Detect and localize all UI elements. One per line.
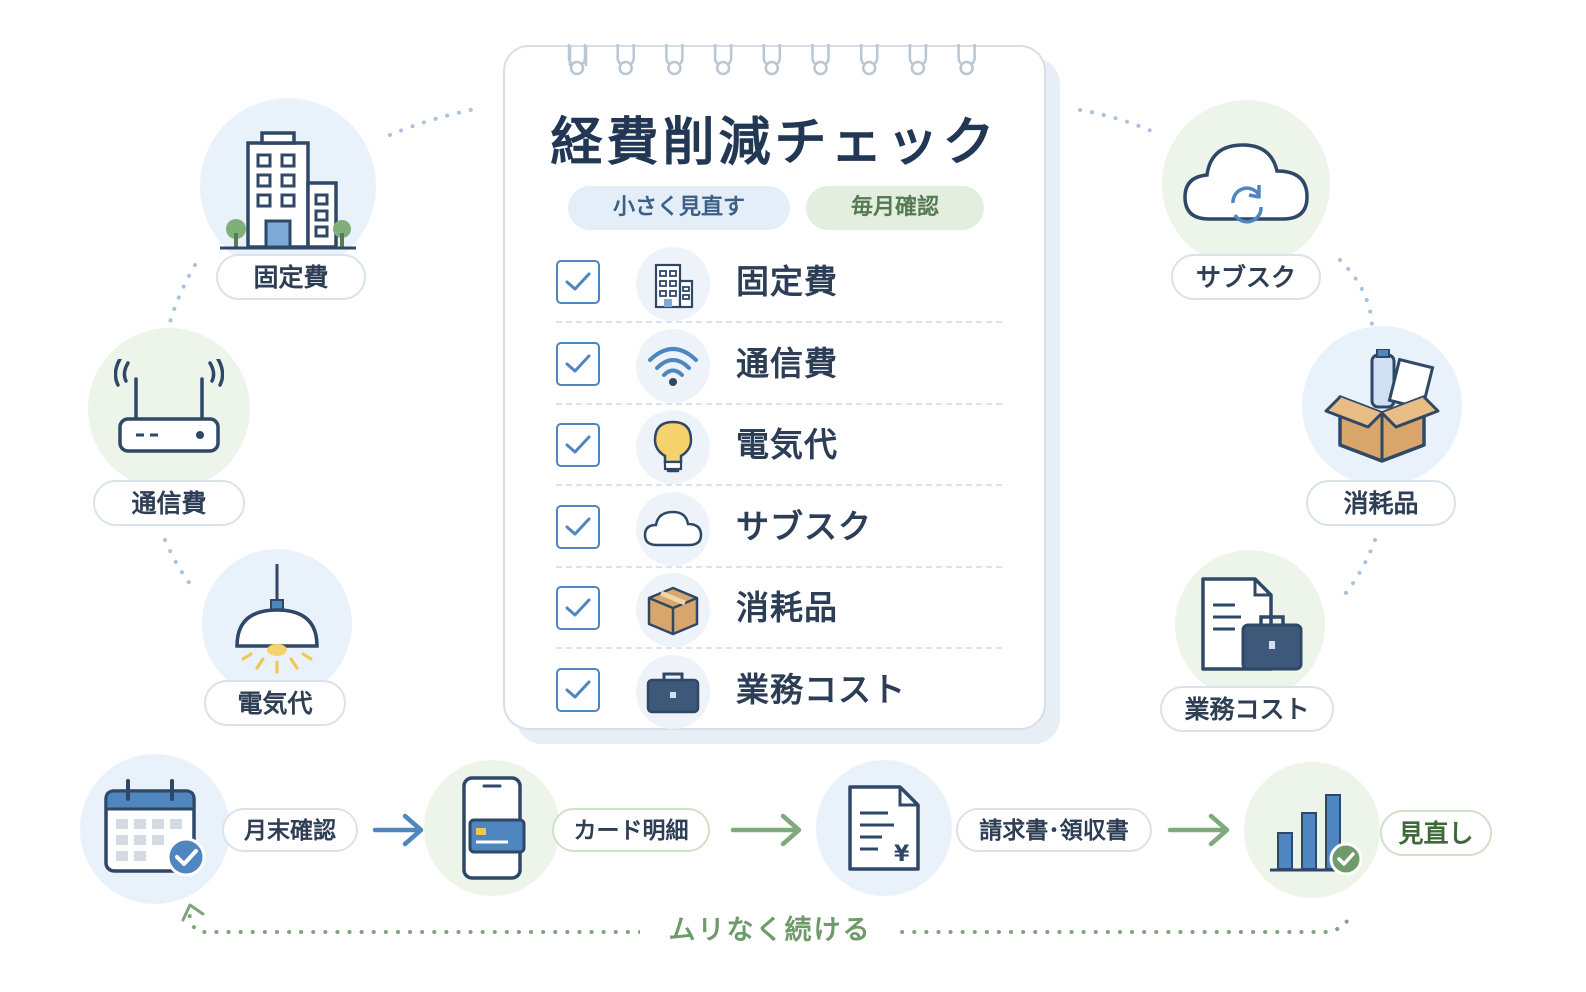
building-icon [636,247,710,321]
subscription-circle [1162,100,1330,268]
checkbox-checked[interactable] [556,667,600,712]
telecom-label: 通信費 [93,480,245,526]
checkmark-icon [565,598,591,617]
checkmark-icon [565,435,591,454]
flow-review-label: 見直し [1380,810,1492,856]
electric-label: 電気代 [204,680,346,726]
checkbox-checked[interactable] [556,260,600,304]
document-briefcase-icon [1201,577,1303,671]
checklist-notepad [503,45,1046,730]
lamp-icon [235,564,319,674]
telecom-circle [88,328,250,490]
checkmark-icon [565,680,591,698]
checklist-item-label: 業務コスト [736,669,906,709]
checklist-item-label: サブスク [736,506,872,546]
card-statement-circle [424,760,560,896]
row-divider [556,402,1002,405]
review-circle [1244,762,1380,898]
checkmark-icon [565,517,591,535]
fixed-cost-label: 固定費 [216,254,366,300]
invoice-circle: ¥ [816,760,952,896]
subscription-label: サブスク [1171,254,1321,300]
flow-arrow-2 [730,813,802,847]
continue-label: ムリなく続ける [640,908,900,947]
checklist-row: サブスク [556,486,1002,568]
calendar-check-icon [104,779,206,877]
flow-arrow-1 [372,813,424,847]
checkmark-icon [565,354,591,372]
bar-chart-check-icon [1270,794,1362,875]
notepad-ring-hole [861,60,877,76]
router-icon [114,359,224,453]
checklist-row: 電気代 [556,404,1002,486]
checklist-title: 経費削減チェック [550,113,999,173]
row-divider [556,321,1002,323]
cloud-sync-icon [1183,143,1309,224]
checkbox-checked[interactable] [556,586,600,630]
flow-month-end-label: 月末確認 [222,808,358,852]
flow-arrow-3 [1167,813,1230,847]
checklist-row: 消耗品 [556,567,1002,649]
supplies-label: 消耗品 [1306,480,1456,526]
fixed-cost-circle [200,98,376,274]
row-divider [556,647,1002,649]
checklist-item-label: 電気代 [736,425,838,464]
notepad-ring-hole [569,60,585,76]
invoice-yen-icon: ¥ [848,785,920,871]
notepad-ring-hole [764,60,780,76]
cloud-icon [636,491,710,566]
supplies-box-icon [1324,348,1440,463]
briefcase-icon [636,654,710,729]
checkbox-checked[interactable] [556,504,600,549]
lightbulb-icon [636,410,710,484]
checklist-row: 固定費 [556,241,1002,323]
electric-circle [202,549,352,699]
notepad-ring-hole [959,60,974,76]
supplies-circle [1302,326,1462,486]
flow-card-statement-label: カード明細 [552,808,710,852]
wifi-icon [636,328,710,403]
tag-review-small: 小さく見直す [568,186,790,230]
business-label: 業務コスト [1160,686,1334,732]
notepad-ring-hole [618,60,633,76]
business-circle [1175,550,1325,700]
checkbox-checked[interactable] [556,423,600,467]
notepad-ring-hole [667,60,682,76]
box-icon [636,573,710,647]
row-divider [556,565,1002,568]
checklist-row: 業務コスト [556,649,1002,731]
checklist-row: 通信費 [556,323,1002,405]
notepad-ring-hole [715,60,731,76]
svg-text:¥: ¥ [894,842,910,867]
tag-monthly-check: 毎月確認 [806,186,984,230]
building-icon [220,131,356,250]
row-divider [556,484,1002,486]
notepad-ring-hole [813,60,828,76]
phone-card-icon [462,776,526,880]
flow-invoice-label: 請求書･領収書 [956,808,1152,852]
checklist-item-label: 消耗品 [736,588,838,627]
month-end-circle [80,754,230,904]
checklist-item-label: 固定費 [736,262,838,301]
notepad-ring-hole [910,60,926,76]
checkbox-checked[interactable] [556,341,600,386]
checklist-item-label: 通信費 [736,343,838,383]
checkmark-icon [565,272,591,291]
notepad-rings [567,44,976,76]
